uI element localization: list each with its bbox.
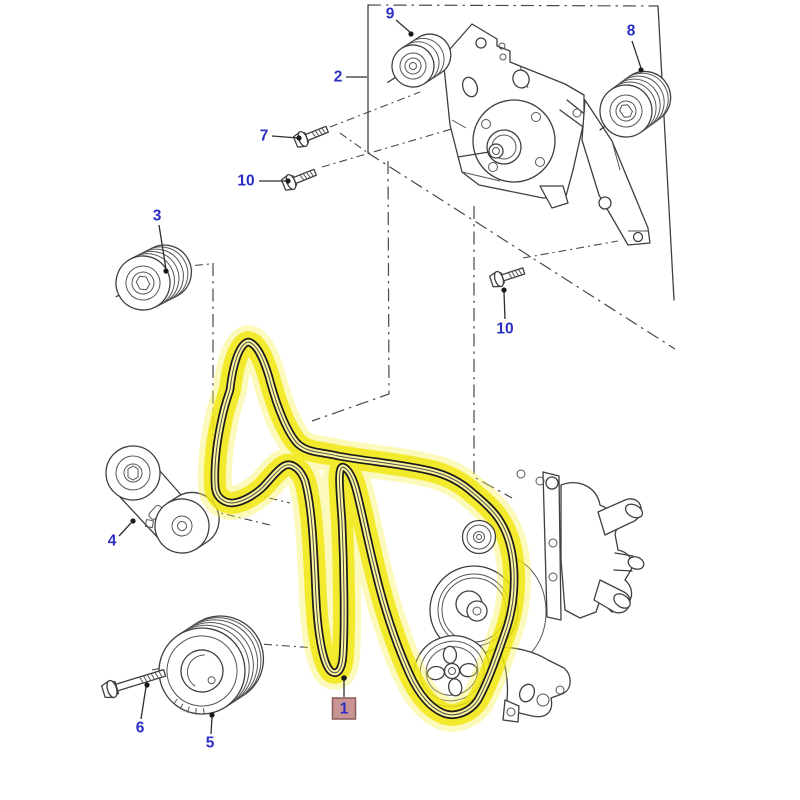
pump-hose-stub-right: [627, 556, 645, 570]
callout-4: 4: [108, 533, 117, 550]
callout-1: 1: [340, 701, 349, 718]
mounting-bracket-assembly: [442, 23, 651, 246]
callout-9: 9: [386, 6, 395, 23]
water-pump-assembly: [413, 469, 645, 723]
callout-8: 8: [627, 23, 636, 40]
callouts: 9 2 8 7 10 3 10 4 6 5 1: [108, 6, 644, 752]
ps-pump-pulley: [413, 635, 491, 707]
bolt-10-upper: [280, 168, 317, 191]
foot-hole: [632, 231, 644, 243]
idler-pulley-3: [115, 244, 193, 311]
highlighted-part-box: [331, 697, 357, 720]
plate-slot: [512, 69, 530, 89]
plate-slot: [461, 76, 479, 98]
bolt-6: [100, 669, 167, 699]
drive-belt-highlighted: [197, 325, 532, 732]
idler-pulley-8: [599, 70, 672, 138]
callout-7: 7: [260, 128, 269, 145]
callout-5: 5: [206, 735, 215, 752]
idler-pulley-9: [387, 33, 452, 88]
pump-idler-pulley: [461, 519, 497, 555]
callout-2: 2: [334, 69, 343, 86]
arm-hole: [598, 196, 612, 210]
callout-6: 6: [136, 720, 145, 737]
belt-rib-line: [214, 341, 515, 716]
callout-10-lower: 10: [496, 321, 513, 338]
tensioner-pivot: [105, 445, 161, 501]
callout-10-upper: 10: [237, 173, 254, 190]
crankshaft-pulley: [158, 615, 265, 715]
bracket-arm: [581, 99, 651, 246]
callout-3: 3: [153, 208, 162, 225]
bolt-10-lower: [489, 267, 526, 288]
plate-hole: [475, 37, 487, 49]
water-pump-boss: [457, 99, 556, 183]
